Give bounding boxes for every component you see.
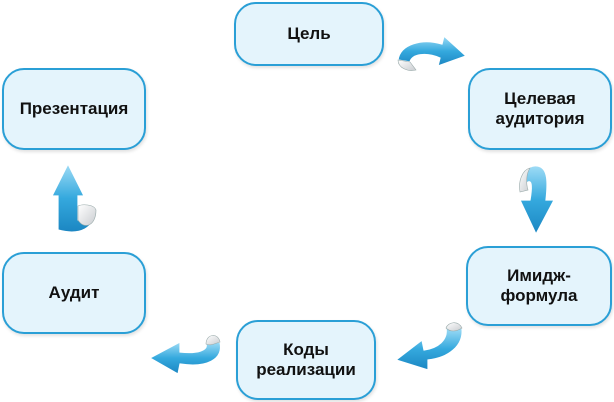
node-goal: Цель (234, 2, 384, 66)
node-label: Имидж- формула (500, 266, 578, 305)
node-label: Цель (287, 24, 331, 43)
node-image-formula: Имидж- формула (466, 246, 612, 326)
curved-arrow-up-icon (51, 162, 97, 233)
curved-arrow-left-icon (148, 335, 222, 375)
node-label: Аудит (48, 283, 100, 302)
node-label: Коды реализации (256, 340, 356, 379)
curved-arrow-down-icon (519, 165, 555, 236)
curved-arrow-right-icon (397, 34, 468, 71)
node-audit: Аудит (2, 252, 146, 334)
node-target-audience: Целевая аудитория (468, 68, 612, 150)
node-label: Целевая аудитория (495, 89, 585, 128)
node-implementation-codes: Коды реализации (236, 320, 376, 400)
curved-arrow-down-left-icon (394, 322, 463, 371)
node-label: Презентация (19, 99, 129, 118)
node-presentation: Презентация (2, 68, 146, 150)
